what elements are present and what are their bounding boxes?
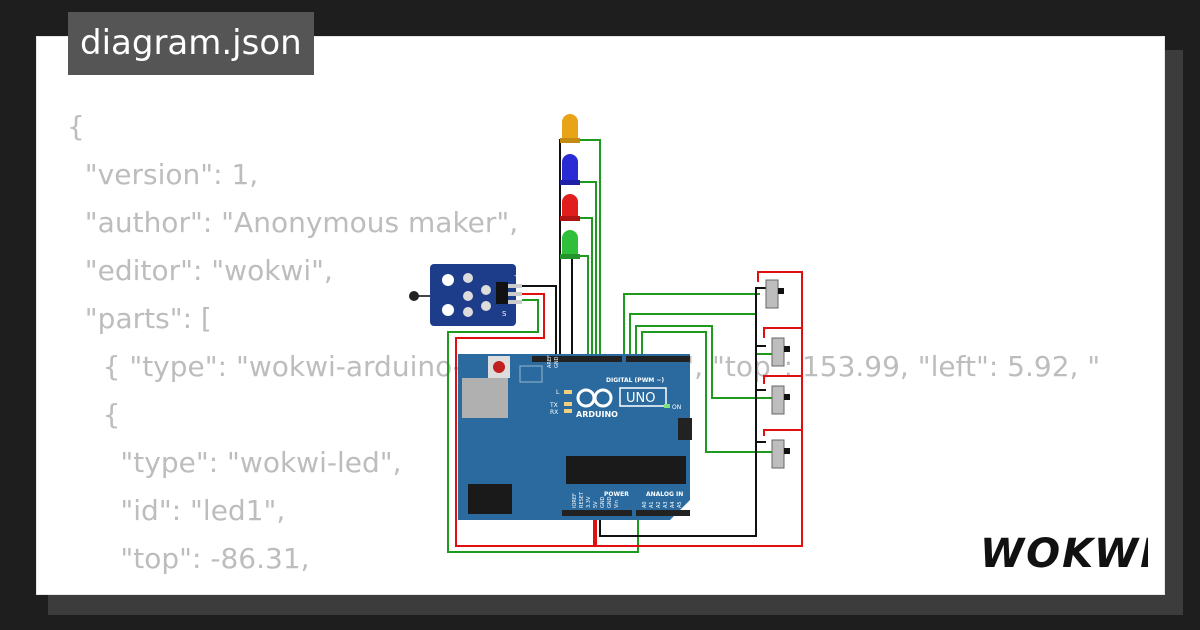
digital-header-high: [532, 356, 622, 362]
code-line: "editor": "wokwi",: [67, 254, 333, 287]
digital-header-low: [626, 356, 690, 362]
power-jack: [468, 484, 512, 514]
arduino-infinity-logo: [576, 388, 613, 408]
code-line: "id": "led1",: [67, 494, 286, 527]
pin-vin-label: Vin: [614, 500, 620, 508]
digital-pwm-label: DIGITAL (PWM ~): [606, 377, 664, 384]
sensor-pin-minus-label: -: [514, 271, 517, 280]
power-header: [562, 510, 632, 516]
pin-gnd1-label: GND: [600, 496, 606, 508]
led-red[interactable]: [560, 194, 580, 221]
led-green[interactable]: [560, 230, 580, 259]
usb-port: [462, 378, 508, 418]
pin-a1-label: A1: [649, 501, 655, 508]
pin-a3-label: A3: [663, 501, 669, 508]
pin-3v3-label: 3.3V: [586, 496, 592, 508]
pin-a5-label: A5: [677, 501, 683, 508]
code-line: "parts": [: [67, 302, 212, 335]
analog-header: [636, 510, 690, 516]
code-line: {: [67, 398, 121, 431]
gnd-pin-label: GND: [554, 356, 560, 368]
rx-label: RX: [550, 409, 558, 416]
wire-switch-3: [635, 325, 772, 399]
pin-a0-label: A0: [642, 501, 648, 508]
analog-in-label: ANALOG IN: [646, 491, 683, 498]
wire-switch-4: [641, 331, 772, 453]
icsp-header: [678, 418, 692, 440]
arduino-uno-board[interactable]: AREF GND DIGITAL (PWM ~) L TX RX ARDUINO…: [458, 354, 692, 520]
wire-led-red: [578, 217, 593, 358]
code-line: "type": "wokwi-led",: [67, 446, 402, 479]
wokwi-logo-text: WOKWI: [980, 531, 1148, 577]
code-line: "left": 112.17,: [67, 583, 1100, 594]
wire-switch-1: [623, 293, 760, 358]
aref-label: AREF: [547, 355, 553, 368]
power-label: POWER: [604, 491, 629, 498]
wire-sensor-signal: [447, 299, 639, 553]
wire-switch-vcc: [593, 271, 803, 547]
uno-model-label: UNO: [626, 391, 655, 406]
wire-sensor-gnd: [522, 285, 557, 358]
code-line: "author": "Anonymous maker",: [67, 206, 519, 239]
wire-switch-gnd: [599, 287, 766, 537]
tx-label: TX: [549, 402, 558, 409]
slide-switch-2[interactable]: [771, 337, 790, 367]
code-line: {: [67, 110, 85, 143]
circuit-diagram: S - AREF GND DIGITAL (PWM ~) L TX RX: [409, 114, 803, 553]
code-line: "top": -86.31,: [67, 542, 310, 575]
on-label: ON: [672, 404, 681, 411]
slide-switch-4[interactable]: [771, 439, 790, 469]
pin-ioref-label: IOREF: [572, 493, 578, 508]
sensor-pin-s-label: S: [502, 310, 507, 318]
slide-switch-1[interactable]: [765, 279, 784, 309]
temperature-sensor-module[interactable]: S -: [409, 264, 522, 326]
slide-switch-3[interactable]: [771, 385, 790, 415]
wire-led-green: [578, 255, 589, 358]
code-line: "version": 1,: [67, 158, 259, 191]
wire-switch-2: [629, 313, 772, 358]
atmega-chip: [566, 456, 686, 484]
arduino-brand-label: ARDUINO: [576, 410, 618, 419]
thermistor-probe: [409, 291, 419, 301]
wokwi-logo: WOKWI: [980, 531, 1148, 577]
wire-led-blue: [578, 181, 597, 358]
pin-a4-label: A4: [670, 501, 676, 508]
pin-reset-label: RESET: [579, 491, 585, 508]
pin-5v-label: 5V: [593, 501, 599, 508]
pin-a2-label: A2: [656, 501, 662, 508]
l-led-label: L: [556, 389, 560, 396]
pin-gnd2-label: GND: [607, 496, 613, 508]
wire-led-yellow: [578, 139, 601, 358]
led-blue[interactable]: [560, 154, 580, 185]
led-yellow[interactable]: [560, 114, 580, 143]
file-tab-title: diagram.json: [68, 12, 314, 75]
